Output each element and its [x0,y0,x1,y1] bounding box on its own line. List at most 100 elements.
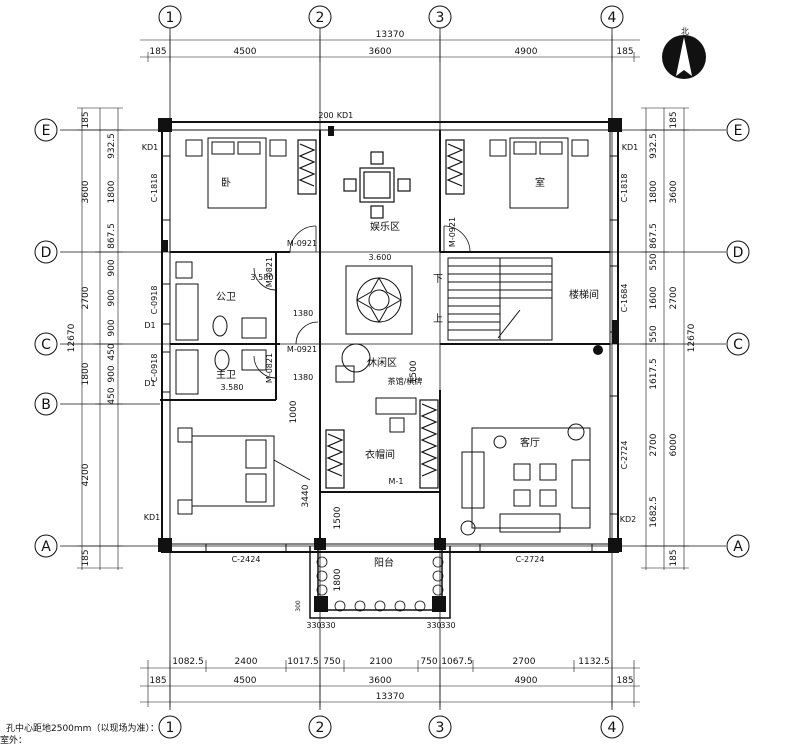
label-c2724-right: C-2724 [620,441,629,470]
axis-row-c-right: C [733,337,743,353]
stair-down: 下 [433,274,443,285]
dim-bottom-1: 4500 [234,676,257,686]
dim-misc-1500-b: 1500 [333,506,343,529]
columns [158,118,622,612]
label-c2424: C-2424 [232,555,261,564]
dim-bottom-2: 3600 [369,676,392,686]
label-c1818-left: C-1818 [150,174,159,203]
windows [161,155,619,553]
dim-li-7: 900 [107,365,117,382]
label-m0921-c: M-0921 [448,217,457,247]
dim-lo-4: 4200 [81,463,91,486]
balcony-walls [309,546,451,619]
dimension-lines [77,35,689,707]
label-m1: M-1 [389,477,404,486]
carpet [345,265,413,335]
dim-bottom-0: 185 [149,676,166,686]
elev-a: 3.580 [251,273,274,282]
room-leisure: 休闲区 [367,356,397,369]
dim-lo-0: 185 [81,111,91,128]
room-bedroom-right: 室 [535,176,545,189]
label-c1684: C-1684 [620,284,629,313]
dim-ri-8: 1682.5 [649,496,659,528]
closet-desk [375,397,417,433]
label-kd1-bottom: KD1 [144,513,161,522]
label-kd1-top: KD1 [337,111,354,120]
dim-lo-5: 185 [81,549,91,566]
axis-row-c-left: C [41,337,51,353]
dim-ri-4: 1600 [649,286,659,309]
room-stairwell: 楼梯间 [569,288,599,301]
dim-ri-3: 550 [649,253,659,270]
dim-bi-0: 1082.5 [172,657,204,667]
label-d1-a: D1 [144,321,155,330]
bed-bottom [177,427,311,515]
dim-ro-0: 185 [669,111,679,128]
dim-bi-4: 2100 [370,657,393,667]
dim-bi-1: 2400 [235,657,258,667]
dim-top-0: 185 [149,47,166,57]
elev-b: 3.580 [221,383,244,392]
dim-misc-330-c: 330 [426,621,441,630]
axis-col-2-top: 2 [316,10,325,26]
dim-bottom-4: 185 [616,676,633,686]
dim-bi-6: 1067.5 [441,657,473,667]
dim-li-5: 900 [107,319,117,336]
dim-bi-7: 2700 [513,657,536,667]
label-m0921-b: M-0921 [287,345,317,354]
dim-bi-2: 1017.5 [287,657,319,667]
axis-col-3-bottom: 3 [436,720,445,736]
elev-c: 3.600 [369,253,392,262]
dim-bi-5: 750 [420,657,437,667]
dim-total-bottom: 13370 [376,692,405,702]
axis-row-a-right: A [733,539,743,555]
north-arrow-icon [662,35,706,79]
room-closet: 衣帽间 [365,448,395,461]
dim-misc-1800: 1800 [333,568,343,591]
room-living: 客厅 [520,436,540,449]
dim-ro-4: 185 [669,549,679,566]
dim-li-2: 867.5 [107,223,117,249]
dim-bottom-3: 4900 [515,676,538,686]
dim-bi-8: 1132.5 [578,657,610,667]
dim-misc-330-a: 330 [306,621,321,630]
axis-row-d-left: D [41,245,52,261]
label-c1818-right: C-1818 [620,174,629,203]
dim-li-3: 900 [107,259,117,276]
axis-col-1-top: 1 [166,10,175,26]
axis-col-4-bottom: 4 [608,720,617,736]
north-label: 北 [681,27,689,36]
label-m0921-a: M-0921 [287,239,317,248]
dim-bi-3: 750 [323,657,340,667]
label-c0918-a: C-0918 [150,286,159,315]
dim-misc-3440: 3440 [301,484,311,507]
bed-top-right [489,137,589,209]
label-c0918-b: C-0918 [150,354,159,383]
dim-total-top: 13370 [376,30,405,40]
room-master-toilet: 主卫 [216,369,236,381]
axis-col-1-bottom: 1 [166,720,175,736]
dim-misc-1000: 1000 [289,400,299,423]
dim-li-8: 450 [107,387,117,404]
axis-row-e-right: E [734,123,743,139]
game-table [343,151,411,219]
dim-top-4: 185 [616,47,633,57]
axis-row-a-left: A [41,539,51,555]
label-tea: 茶馆/棋牌 [388,376,423,386]
room-bedroom-left: 卧 [221,176,231,189]
label-m0821-a: M-0821 [265,257,274,287]
label-kd1-left: KD1 [142,143,159,152]
dim-left-total: 12670 [67,323,77,352]
label-m0821-b: M-0821 [265,353,274,383]
leisure-seat [335,343,371,383]
note-2: 室外： [0,734,27,744]
dim-lo-3: 1800 [81,362,91,385]
dim-li-1: 1800 [107,180,117,203]
dim-top-2: 3600 [369,47,392,57]
dim-lo-2: 2700 [81,286,91,309]
dim-ri-2: 867.5 [649,223,659,249]
dim-ro-2: 2700 [669,286,679,309]
dim-top-3: 4900 [515,47,538,57]
wardrobe-4 [419,399,439,489]
